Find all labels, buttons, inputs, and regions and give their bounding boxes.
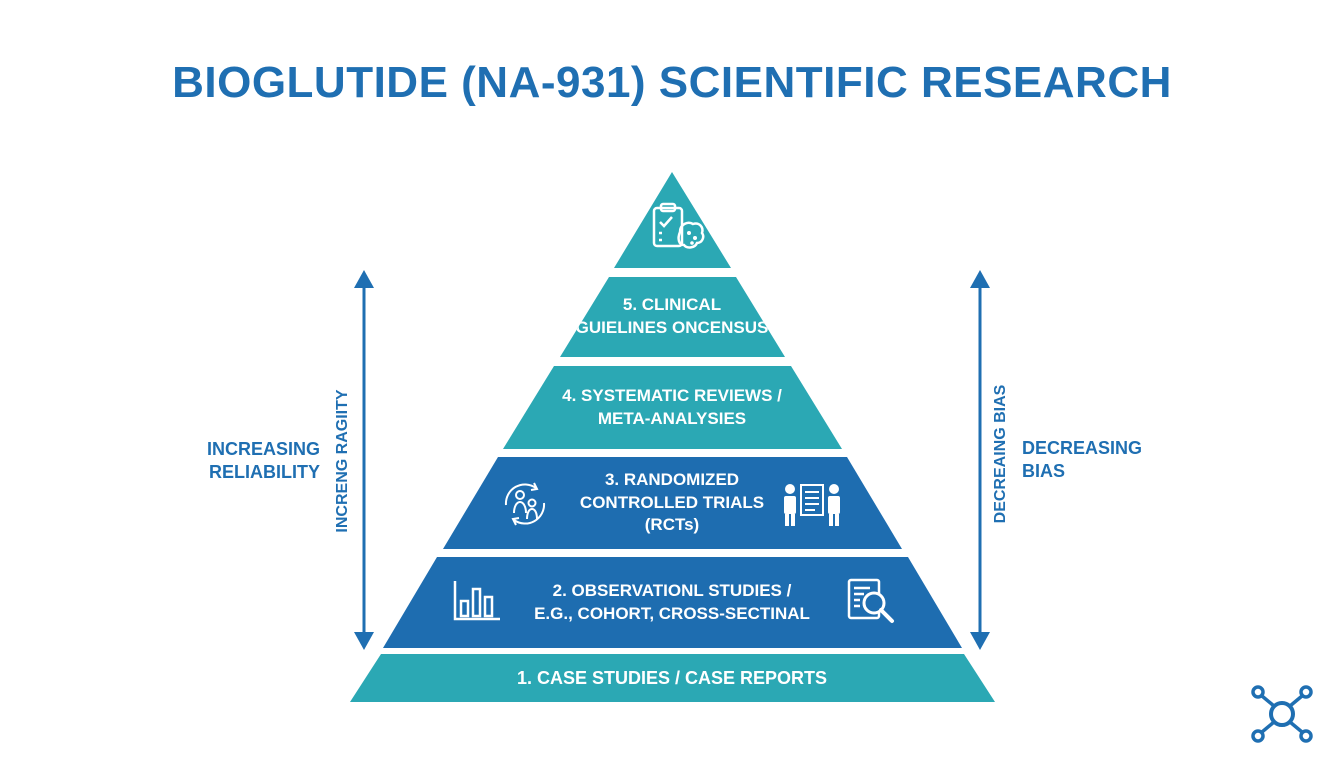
page-title: BIOGLUTIDE (NA-931) SCIENTIFIC RESEARCH	[172, 58, 1172, 107]
network-node-icon	[1251, 685, 1313, 743]
tier-3-label: 3. RANDOMIZED CONTROLLED TRIALS (RCTs)	[579, 469, 765, 535]
bar-chart-icon	[453, 581, 500, 621]
clinicians-document-icon	[784, 484, 840, 526]
document-magnifier-icon	[847, 578, 894, 623]
left-double-arrow	[354, 270, 374, 650]
clipboard-brain-icon	[652, 202, 705, 249]
left-axis-rotated-label: INCRENG RAGIITY	[334, 389, 351, 533]
right-double-arrow	[970, 270, 990, 650]
tier-2-label: 2. OBSERVATIONL STUDIES / E.G., COHORT, …	[534, 580, 810, 623]
pyramid-tier-apex	[614, 172, 731, 268]
tier-1-label: 1. CASE STUDIES / CASE REPORTS	[516, 667, 828, 688]
right-axis-rotated-label: DECREAING BIAS	[992, 384, 1009, 524]
pyramid-tier-4: 4. SYSTEMATIC REVIEWS / META-ANALYSIES	[503, 366, 842, 449]
patient-cycle-icon	[504, 482, 546, 526]
left-axis-label: INCREASING RELIABILITY	[206, 439, 320, 482]
tier-5-label: 5. CLINICAL GUIELINES ONCENSUS	[575, 295, 769, 337]
pyramid-tier-1: 1. CASE STUDIES / CASE REPORTS	[350, 654, 995, 702]
right-axis-label: DECREASING BIAS	[1022, 438, 1143, 481]
tier-4-label: 4. SYSTEMATIC REVIEWS / META-ANALYSIES	[562, 385, 782, 428]
pyramid-tier-2: 2. OBSERVATIONL STUDIES / E.G., COHORT, …	[383, 557, 962, 648]
pyramid-tier-3: 3. RANDOMIZED CONTROLLED TRIALS (RCTs)	[443, 457, 902, 549]
pyramid-tier-5: 5. CLINICAL GUIELINES ONCENSUS	[560, 277, 785, 357]
